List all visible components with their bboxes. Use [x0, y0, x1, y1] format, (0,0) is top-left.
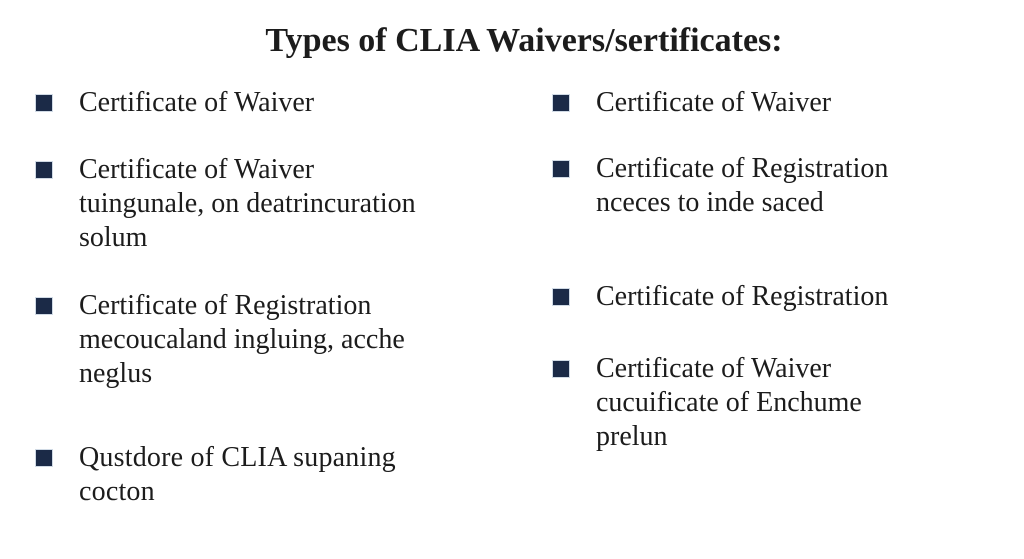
bullet-item-text: Certificate of Waiver [596, 87, 832, 118]
bullet-item-text: Qustdore of CLIA supaning cocton [79, 442, 396, 507]
bullet-square-icon [36, 162, 52, 178]
bullet-item-text: Certificate of Registration mecoucaland … [79, 290, 405, 389]
bullet-item: Certificate of Registration mecoucaland … [36, 289, 506, 391]
bullet-square-icon [36, 450, 52, 466]
bullet-item-text: Certificate of Waiver tuingunale, on dea… [79, 154, 416, 253]
bullet-square-icon [553, 161, 569, 177]
slide-title: Types of CLIA Waivers/sertificates: [265, 22, 783, 59]
bullet-square-icon [553, 289, 569, 305]
bullet-item: Certificate of Registration [553, 280, 1013, 314]
bullet-square-icon [553, 361, 569, 377]
bullet-item: Certificate of Waiver cucuificate of Enc… [553, 352, 1013, 454]
bullet-item-text: Certificate of Waiver cucuificate of Enc… [596, 353, 862, 452]
bullet-square-icon [36, 298, 52, 314]
bullet-item-text: Certificate of Waiver [79, 87, 315, 118]
bullet-item: Certificate of Waiver [36, 86, 506, 120]
bullet-item: Certificate of Registration nceces to in… [553, 152, 1013, 220]
bullet-square-icon [36, 95, 52, 111]
bullet-item-text: Certificate of Registration [596, 281, 889, 312]
bullet-item: Certificate of Waiver [553, 86, 1013, 120]
bullet-item: Certificate of Waiver tuingunale, on dea… [36, 153, 506, 255]
bullet-square-icon [553, 95, 569, 111]
bullet-item: Qustdore of CLIA supaning cocton [36, 441, 516, 509]
bullet-item-text: Certificate of Registration nceces to in… [596, 153, 889, 218]
